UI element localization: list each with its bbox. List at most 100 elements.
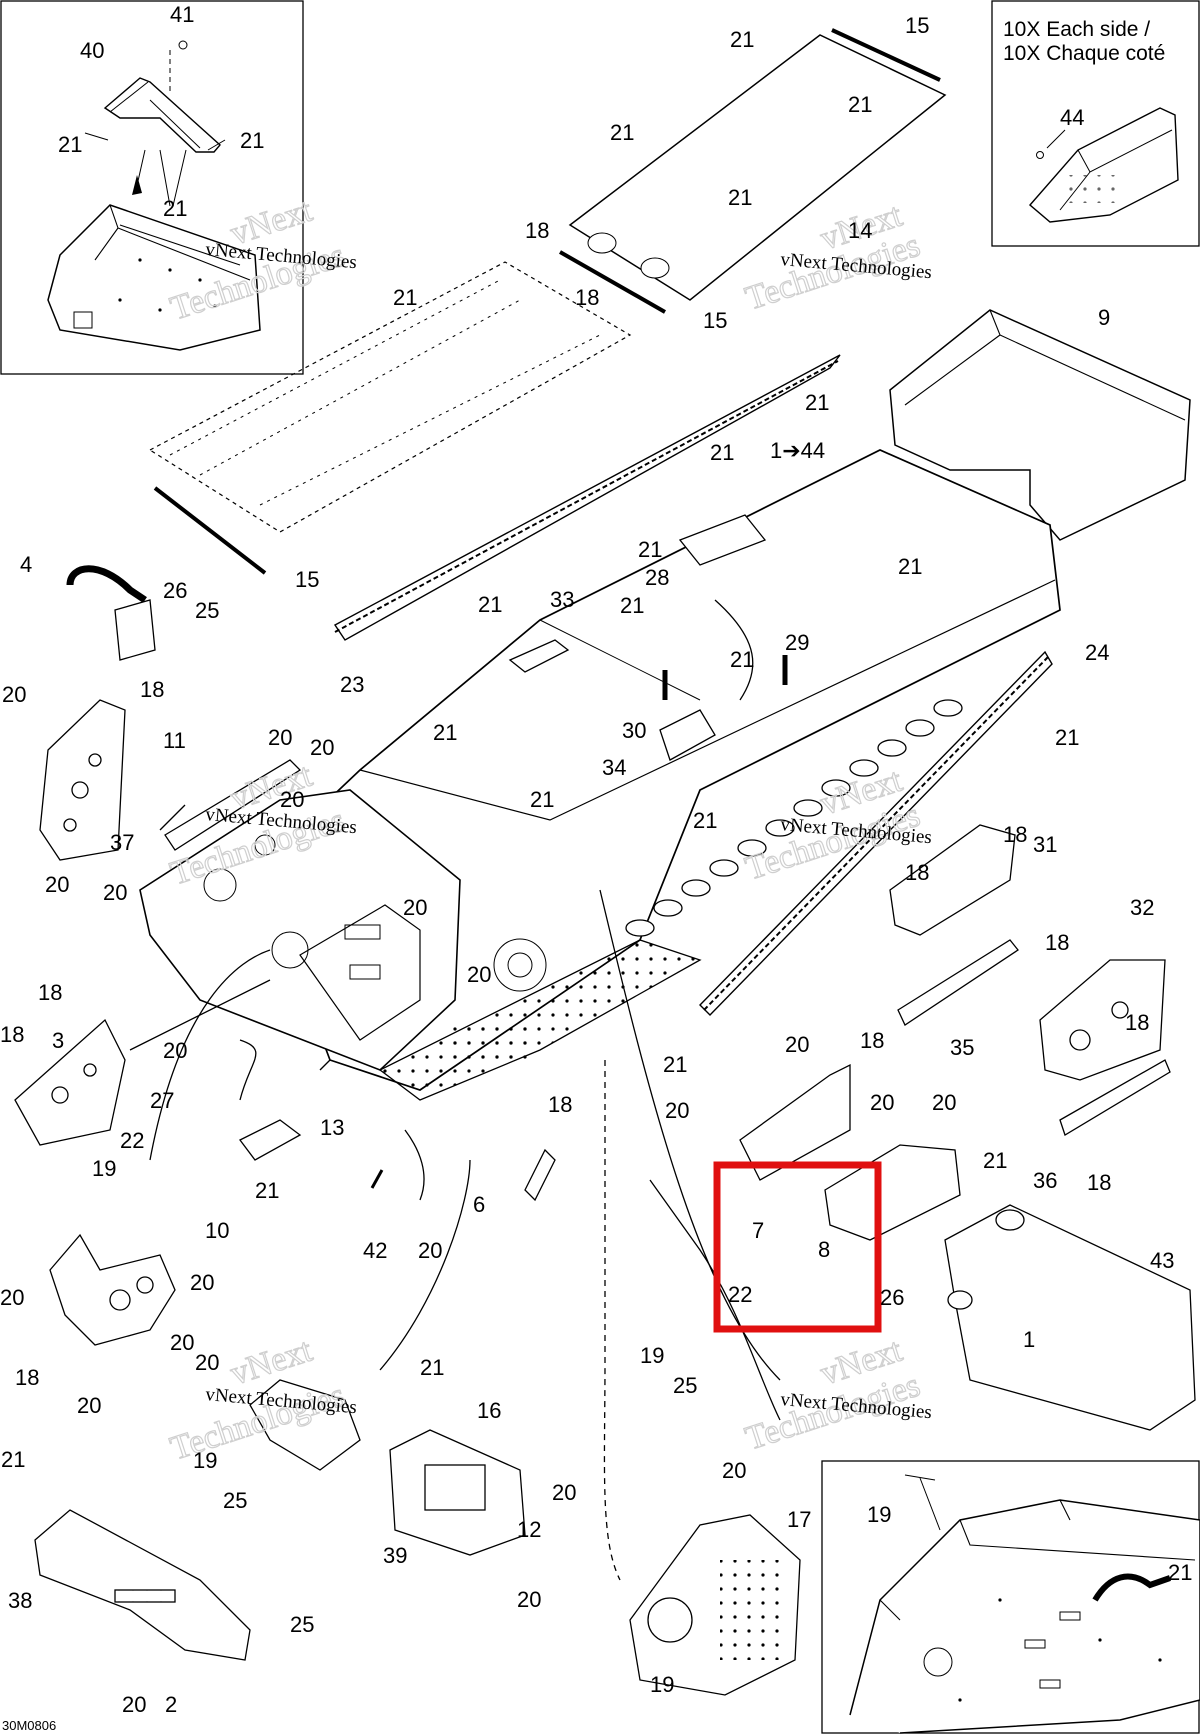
callout: 37 <box>110 830 134 855</box>
callout: 42 <box>363 1238 387 1263</box>
callout: 25 <box>673 1373 697 1398</box>
callout: 21 <box>433 720 457 745</box>
callout: 10 <box>205 1218 229 1243</box>
callout: 21 <box>610 120 634 145</box>
callout: 20 <box>722 1458 746 1483</box>
callout: 21 <box>983 1148 1007 1173</box>
callout: 21 <box>420 1355 444 1380</box>
callout: 31 <box>1033 832 1057 857</box>
callout: 41 <box>170 2 194 27</box>
callout: 19 <box>92 1156 116 1181</box>
callout: 21 <box>898 554 922 579</box>
callout: 20 <box>552 1480 576 1505</box>
callout: 33 <box>550 587 574 612</box>
callout: 18 <box>525 218 549 243</box>
callout: 18 <box>1045 930 1069 955</box>
callout: 18 <box>1087 1170 1111 1195</box>
callout: 21 <box>620 593 644 618</box>
callout: 18 <box>15 1365 39 1390</box>
callout: 43 <box>1150 1248 1174 1273</box>
callout: 8 <box>818 1237 830 1262</box>
callout: 20 <box>0 1285 24 1310</box>
note-each-side-fr: 10X Chaque coté <box>1003 42 1165 65</box>
callout: 32 <box>1130 895 1154 920</box>
callout: 34 <box>602 755 626 780</box>
callout: 20 <box>418 1238 442 1263</box>
callout: 17 <box>787 1507 811 1532</box>
callout: 12 <box>517 1517 541 1542</box>
callout: 20 <box>870 1090 894 1115</box>
callout: 21 <box>848 92 872 117</box>
callout: 22 <box>120 1128 144 1153</box>
callout: 21 <box>1168 1560 1192 1585</box>
callout: 20 <box>665 1098 689 1123</box>
callout: 21 <box>1055 725 1079 750</box>
callout: 21 <box>393 285 417 310</box>
callout: 6 <box>473 1192 485 1217</box>
callout: 20 <box>517 1587 541 1612</box>
watermark-line1-e: vNext <box>226 1332 317 1393</box>
callout: 38 <box>8 1588 32 1613</box>
callout: 15 <box>295 567 319 592</box>
callout: 13 <box>320 1115 344 1140</box>
callout: 21 <box>638 537 662 562</box>
callout: 21 <box>693 808 717 833</box>
callout: 21 <box>710 440 734 465</box>
callout: 21 <box>730 647 754 672</box>
callout: 20 <box>403 895 427 920</box>
callout: 20 <box>122 1692 146 1717</box>
callout: 20 <box>932 1090 956 1115</box>
callout: 19 <box>193 1448 217 1473</box>
callout: 26 <box>880 1285 904 1310</box>
callout: 18 <box>0 1022 24 1047</box>
callout: 25 <box>195 598 219 623</box>
callout: 44 <box>1060 105 1084 130</box>
callout: 25 <box>223 1488 247 1513</box>
callout: 20 <box>785 1032 809 1057</box>
callout: 29 <box>785 630 809 655</box>
callout: 16 <box>477 1398 501 1423</box>
callout: 18 <box>575 285 599 310</box>
note-each-side-en: 10X Each side / <box>1003 18 1150 41</box>
callout: 18 <box>38 980 62 1005</box>
callout: 21 <box>730 27 754 52</box>
callout: 21 <box>1 1447 25 1472</box>
callout: 20 <box>163 1038 187 1063</box>
callout: 9 <box>1098 305 1110 330</box>
callout: 18 <box>140 677 164 702</box>
callout: 21 <box>58 132 82 157</box>
callout: 35 <box>950 1035 974 1060</box>
callout: 18 <box>548 1092 572 1117</box>
callout: 15 <box>703 308 727 333</box>
callout: 2 <box>165 1692 177 1717</box>
callout: 21 <box>663 1052 687 1077</box>
callout: 40 <box>80 38 104 63</box>
range-label: 1➔44 <box>770 438 825 463</box>
callout: 15 <box>905 13 929 38</box>
callout: 39 <box>383 1543 407 1568</box>
small-parts <box>14 514 1196 1696</box>
callout: 20 <box>103 880 127 905</box>
callout: 24 <box>1085 640 1109 665</box>
callout: 26 <box>163 578 187 603</box>
callout: 20 <box>45 872 69 897</box>
inset-top-right <box>991 0 1200 247</box>
callout: 19 <box>867 1502 891 1527</box>
callout: 22 <box>728 1282 752 1307</box>
callout: 20 <box>467 962 491 987</box>
leader-curves <box>129 599 781 1581</box>
callout: 28 <box>645 565 669 590</box>
callout: 18 <box>905 860 929 885</box>
callout: 18 <box>1125 1010 1149 1035</box>
tunnel-assembly <box>139 28 1191 1101</box>
callout: 14 <box>848 218 872 243</box>
callout: 21 <box>530 787 554 812</box>
callout: 11 <box>163 728 186 753</box>
callout: 4 <box>20 552 32 577</box>
callout: 36 <box>1033 1168 1057 1193</box>
callout: 18 <box>860 1028 884 1053</box>
callout: 20 <box>195 1350 219 1375</box>
callout: 20 <box>170 1330 194 1355</box>
